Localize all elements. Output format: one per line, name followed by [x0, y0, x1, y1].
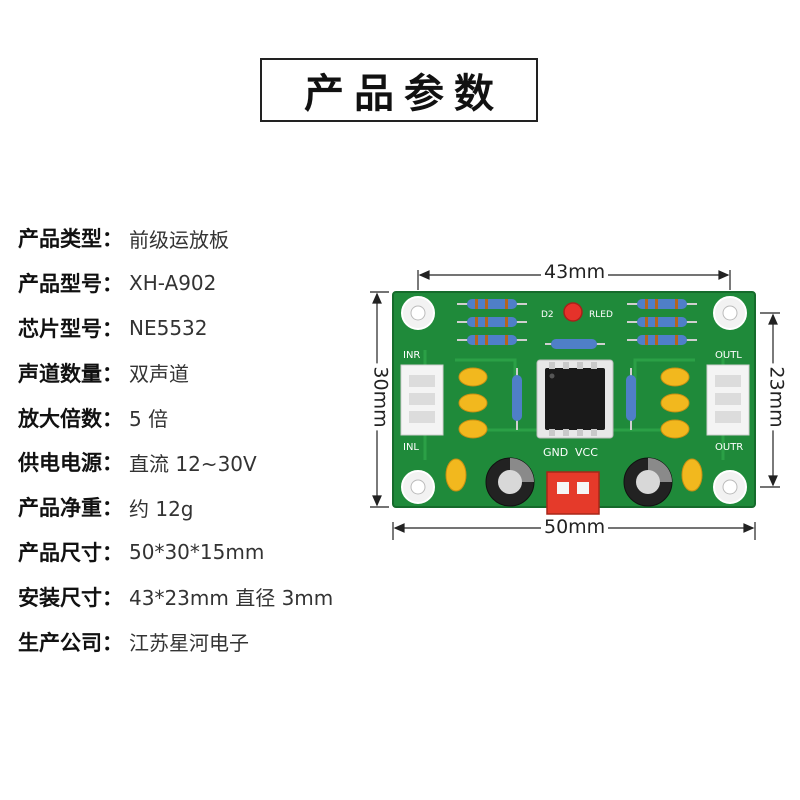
dim-bottom-arrow-right [743, 523, 755, 533]
spec-row-size: 产品尺寸：50*30*15mm [18, 530, 333, 575]
spec-colon: ： [102, 406, 123, 431]
spec-row-gain: 放大倍数：5 倍 [18, 395, 333, 440]
spec-value: NE5532 [129, 315, 208, 340]
spec-value: 双声道 [129, 362, 189, 387]
spec-colon: ： [102, 316, 123, 341]
spec-colon: ： [102, 630, 123, 655]
dim-left-arrow-bottom [372, 495, 382, 507]
silk-rled-label: RLED [589, 310, 613, 320]
page-title: 产品参数 [304, 71, 504, 117]
dim-right-arrow-top [768, 313, 778, 325]
electrolytic-capacitors [485, 457, 673, 507]
led-indicator [563, 302, 583, 322]
resistor [467, 335, 517, 345]
spec-colon: ： [102, 451, 123, 476]
spec-colon: ： [102, 540, 123, 565]
spec-row-type: 产品类型：前级运放板 [18, 216, 333, 261]
dim-bottom-arrow-left [393, 523, 405, 533]
spec-value: 前级运放板 [129, 227, 229, 252]
spec-value: 50*30*15mm [129, 539, 265, 564]
dim-top-label: 43mm [541, 261, 609, 283]
spec-label: 产品净重 [18, 496, 102, 521]
spec-colon: ： [102, 272, 123, 297]
spec-label: 声道数量 [18, 361, 102, 386]
resistor [551, 339, 597, 349]
dim-left-label: 30mm [369, 363, 392, 431]
spec-label: 安装尺寸 [18, 585, 102, 610]
dim-top-arrow-right [718, 270, 730, 280]
spec-label: 产品型号 [18, 272, 102, 297]
spec-label: 产品类型 [18, 227, 102, 252]
pcb-illustration: D2 RLED GND VCC INR INL OUTL OUTR [370, 270, 780, 540]
spec-value: 5 倍 [129, 407, 169, 432]
silk-vcc-label: VCC [575, 446, 598, 459]
spec-label: 供电电源 [18, 451, 102, 476]
resistors [457, 299, 697, 430]
spec-row-channels: 声道数量：双声道 [18, 350, 333, 395]
spec-row-mounting: 安装尺寸：43*23mm 直径 3mm [18, 574, 333, 619]
spec-list: 产品类型：前级运放板 产品型号：XH-A902 芯片型号：NE5532 声道数量… [18, 216, 333, 664]
silk-inr-label: INR [403, 350, 420, 361]
silk-inl-label: INL [403, 442, 419, 453]
spec-row-power: 供电电源：直流 12~30V [18, 440, 333, 485]
spec-value: XH-A902 [129, 271, 217, 296]
spec-label: 产品尺寸 [18, 540, 102, 565]
spec-row-chip: 芯片型号：NE5532 [18, 306, 333, 351]
spec-row-model: 产品型号：XH-A902 [18, 261, 333, 306]
resistor [637, 317, 687, 327]
spec-row-company: 生产公司：江苏星河电子 [18, 619, 333, 664]
resistor [637, 299, 687, 309]
dim-bottom-label: 50mm [541, 516, 609, 538]
resistor [467, 317, 517, 327]
spec-colon: ： [102, 361, 123, 386]
spec-label: 放大倍数 [18, 406, 102, 431]
dim-top-arrow-left [418, 270, 430, 280]
spec-value: 约 12g [129, 496, 194, 521]
power-connector [546, 471, 600, 515]
spec-value: 43*23mm 直径 3mm [129, 586, 334, 611]
resistor [512, 375, 522, 421]
spec-label: 生产公司 [18, 630, 102, 655]
spec-label: 芯片型号 [18, 316, 102, 341]
dim-right-label: 23mm [765, 363, 788, 431]
silk-gnd-label: GND [543, 446, 568, 459]
resistor [626, 375, 636, 421]
spec-colon: ： [102, 227, 123, 252]
silk-d2-label: D2 [541, 310, 554, 320]
board-figure: D2 RLED GND VCC INR INL OUTL OUTR [365, 260, 788, 550]
title-box: 产品参数 [260, 58, 538, 122]
resistor [637, 335, 687, 345]
spec-row-weight: 产品净重：约 12g [18, 485, 333, 530]
spec-value: 直流 12~30V [129, 451, 257, 476]
spec-value: 江苏星河电子 [129, 631, 249, 656]
dim-right-arrow-bottom [768, 475, 778, 487]
spec-colon: ： [102, 496, 123, 521]
ic-chip-ne5532 [545, 368, 605, 430]
resistor [467, 299, 517, 309]
ic-pins [549, 362, 597, 436]
silk-outl-label: OUTL [715, 350, 742, 361]
ceramic-capacitors [445, 367, 703, 492]
dim-left-arrow-top [372, 292, 382, 304]
mounting-holes [401, 296, 747, 504]
silk-outr-label: OUTR [715, 442, 743, 453]
spec-colon: ： [102, 585, 123, 610]
